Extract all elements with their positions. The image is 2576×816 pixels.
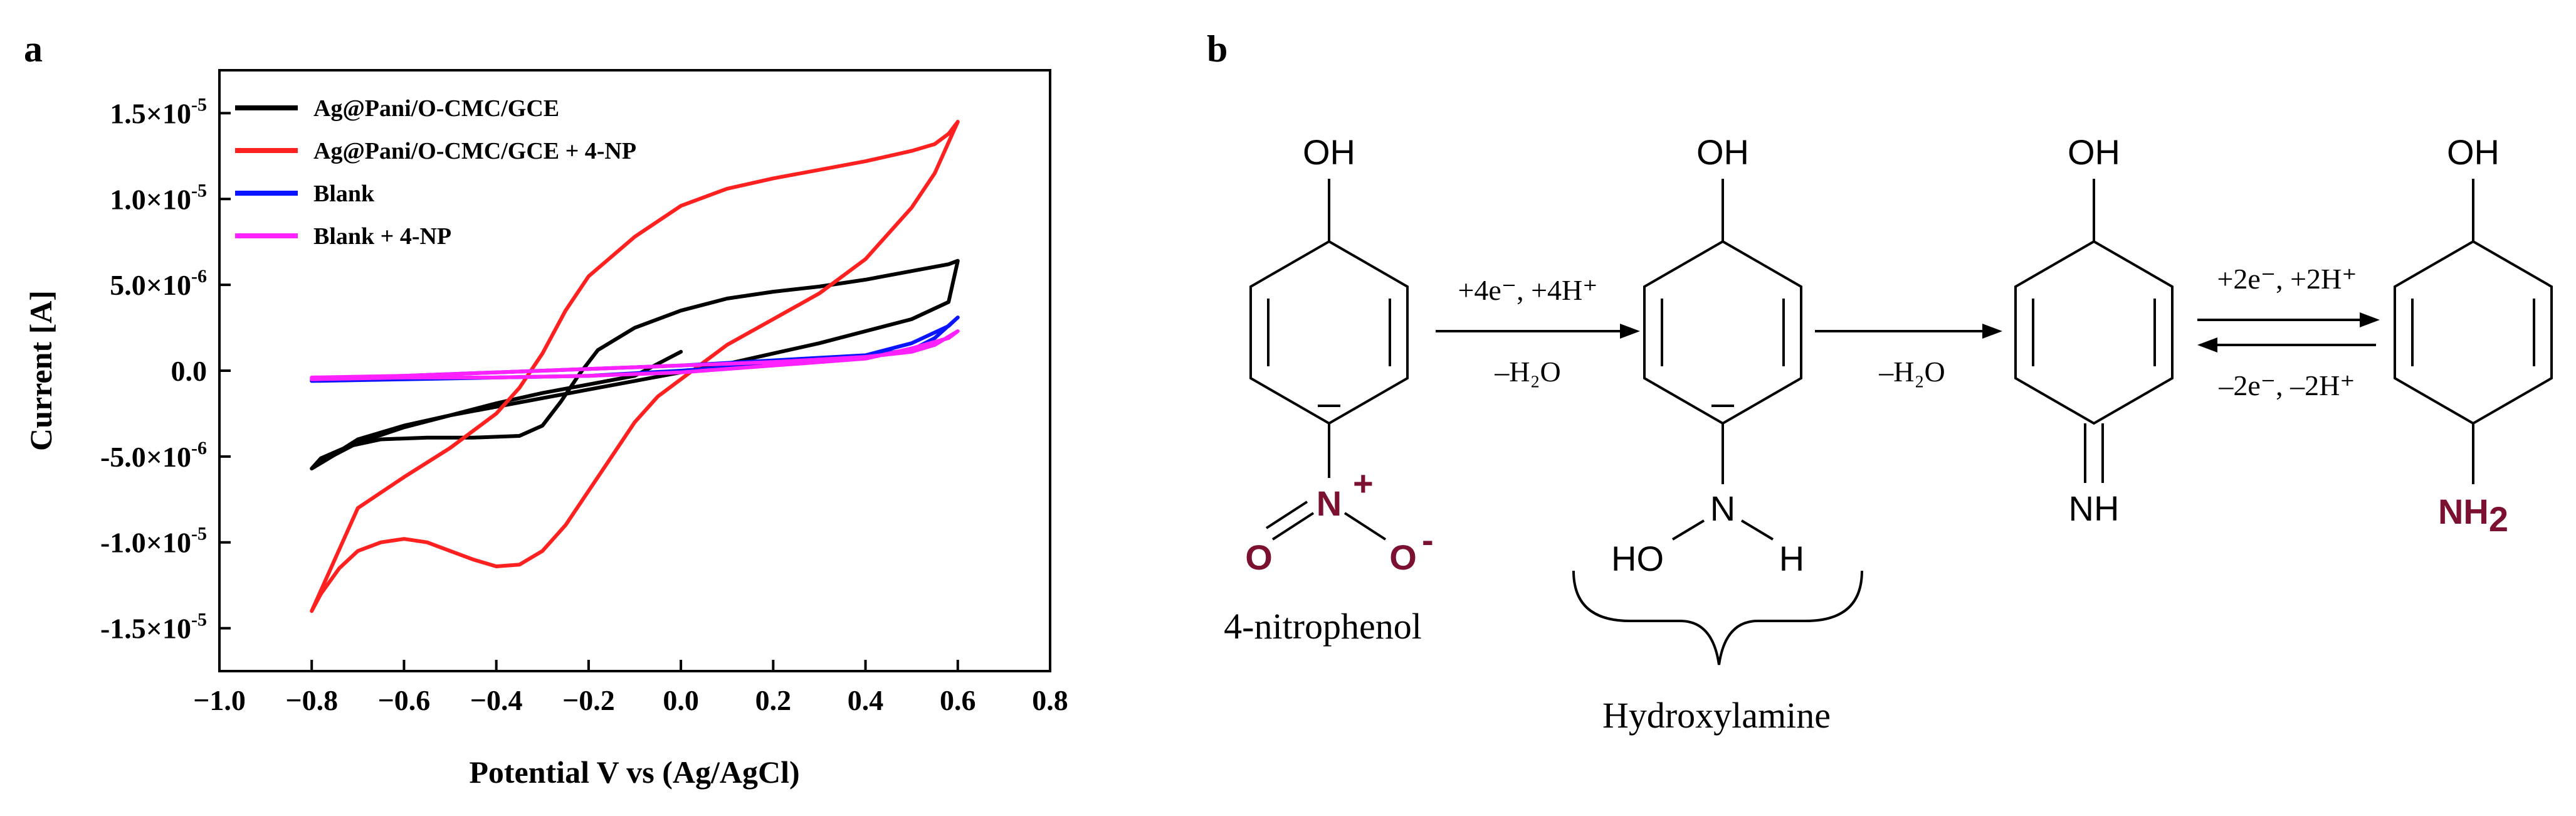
x-tick-label: 0.6 <box>940 684 976 716</box>
chart-series-group <box>310 120 960 613</box>
hydroxylamine-brace <box>1572 570 1863 665</box>
y-tick-label-exponent: -6 <box>191 438 207 458</box>
arrow-1-conditions-bottom: –H₂O <box>1494 356 1560 388</box>
y-tick-label-exponent: -5 <box>191 94 207 115</box>
bond <box>1343 512 1387 541</box>
y-tick-label-base: -1.5×10 <box>100 613 191 645</box>
reaction-arrow-3: +2e⁻, +2H⁺ –2e⁻, –2H⁺ <box>2197 263 2380 401</box>
arrow-2-conditions-bottom: –H₂O <box>1878 356 1945 388</box>
molecule-imine-intermediate: OH NH <box>2014 132 2174 528</box>
x-tick-label: 0.0 <box>663 684 699 716</box>
y-tick-label: 5.0×10-6 <box>110 266 207 301</box>
chart-legend: Ag@Pani/O-CMC/GCE Ag@Pani/O-CMC/GCE + 4-N… <box>235 95 636 250</box>
hydroxyl-label: OH <box>2068 132 2120 172</box>
y-axis-ticks: 1.5×10-51.0×10-55.0×10-60.0-5.0×10-6-1.0… <box>100 94 231 645</box>
benzene-ring-1 <box>1249 240 1409 425</box>
arrow-head <box>1620 324 1640 339</box>
panel-label-b: b <box>1207 28 1228 70</box>
cv-curve-3 <box>310 329 960 381</box>
x-tick-label: −0.8 <box>285 684 338 716</box>
arrow-3-conditions-top: +2e⁻, +2H⁺ <box>2217 263 2357 295</box>
y-tick-label: 0.0 <box>171 355 208 387</box>
legend-label: Blank <box>313 181 375 207</box>
cyclohexadiene-ring-4 <box>2394 240 2553 425</box>
x-tick-label: 0.2 <box>755 684 792 716</box>
bond <box>1671 519 1705 541</box>
hydroxyl-label: OH <box>1303 132 1355 172</box>
y-axis-title: Current [A] <box>23 290 58 451</box>
hydroxyl-label: OH <box>1696 132 1749 172</box>
y-tick-label-exponent: -6 <box>191 266 207 287</box>
y-tick-label-base: -5.0×10 <box>100 441 191 473</box>
double-bond <box>1265 501 1308 529</box>
molecule-hydroxylamine: OH N HO H Hydroxylamine <box>1572 132 1863 736</box>
reaction-arrow-2: –H₂O <box>1815 324 2002 388</box>
oxygen-charge-minus: - <box>1422 520 1434 559</box>
amine-nitrogen: N <box>1710 489 1735 528</box>
y-tick-label-base: 1.5×10 <box>110 97 191 129</box>
hydroxyl-label: OH <box>2447 132 2500 172</box>
hydroxy-on-nitrogen: HO <box>1611 539 1664 578</box>
x-tick-label: −0.4 <box>470 684 523 716</box>
arrow-head <box>2360 312 2380 327</box>
y-tick-label-exponent: -5 <box>191 610 207 630</box>
amino-nh: NH <box>2438 492 2489 531</box>
molecule-4-nitrophenol: OH N + O O - 4-nitrophenol <box>1224 132 1434 647</box>
nitro-oxygen-right: O <box>1389 538 1417 577</box>
benzene-ring-2 <box>1643 240 1802 425</box>
x-tick-label: −0.2 <box>562 684 615 716</box>
compound-name-4-nitrophenol: 4-nitrophenol <box>1224 606 1422 647</box>
bond <box>1740 519 1774 541</box>
cv-chart: 1.5×10-51.0×10-55.0×10-60.0-5.0×10-6-1.0… <box>23 69 1068 790</box>
y-tick-label-base: 0.0 <box>171 355 208 387</box>
nitro-oxygen-left: O <box>1245 538 1273 577</box>
y-tick-label: -1.0×10-5 <box>100 524 207 559</box>
nitro-nitrogen: N <box>1317 484 1342 523</box>
reaction-scheme: OH N + O O - 4-nitrophenol +4e⁻, +4H⁺ –H… <box>1224 132 2553 736</box>
x-tick-label: −1.0 <box>193 684 246 716</box>
y-tick-label: -5.0×10-6 <box>100 438 207 473</box>
amino-group-label: NH2 <box>2438 492 2508 539</box>
y-tick-label-base: 5.0×10 <box>110 269 191 301</box>
nitro-charge-plus: + <box>1353 464 1374 503</box>
x-tick-label: 0.4 <box>848 684 884 716</box>
y-tick-label-exponent: -5 <box>191 524 207 544</box>
y-tick-label-exponent: -5 <box>191 180 207 201</box>
arrow-1-conditions-top: +4e⁻, +4H⁺ <box>1458 274 1597 306</box>
y-tick-label: -1.5×10-5 <box>100 610 207 645</box>
legend-label: Ag@Pani/O-CMC/GCE <box>313 95 559 122</box>
x-tick-label: 0.8 <box>1032 684 1068 716</box>
y-tick-label-base: -1.0×10 <box>100 527 191 559</box>
y-tick-label: 1.5×10-5 <box>110 94 207 129</box>
reaction-arrow-1: +4e⁻, +4H⁺ –H₂O <box>1436 274 1640 388</box>
legend-label: Ag@Pani/O-CMC/GCE + 4-NP <box>313 138 636 164</box>
bond <box>1271 512 1315 541</box>
arrow-3-conditions-bottom: –2e⁻, –2H⁺ <box>2218 369 2355 401</box>
cv-curve-1 <box>310 120 960 613</box>
molecule-amine-product: OH NH2 <box>2394 132 2553 539</box>
compound-name-hydroxylamine: Hydroxylamine <box>1602 695 1831 736</box>
amino-subscript: 2 <box>2489 499 2508 539</box>
y-tick-label-base: 1.0×10 <box>110 183 191 215</box>
x-axis-title: Potential V vs (Ag/AgCl) <box>469 755 799 790</box>
arrow-head-reverse <box>2197 337 2217 352</box>
x-tick-label: −0.6 <box>378 684 431 716</box>
x-axis-ticks: −1.0 −0.8 −0.6 −0.4 −0.2 0.0 0.2 0.4 0.6 0.8 <box>193 660 1068 716</box>
legend-label: Blank + 4-NP <box>313 223 451 250</box>
panel-label-a: a <box>24 28 43 70</box>
cyclohexadiene-ring-3 <box>2014 240 2174 425</box>
arrow-head <box>1982 324 2002 339</box>
imine-label: NH <box>2069 489 2120 528</box>
hydrogen-on-nitrogen: H <box>1779 539 1804 578</box>
cv-curve-0 <box>310 258 960 470</box>
y-tick-label: 1.0×10-5 <box>110 180 207 215</box>
